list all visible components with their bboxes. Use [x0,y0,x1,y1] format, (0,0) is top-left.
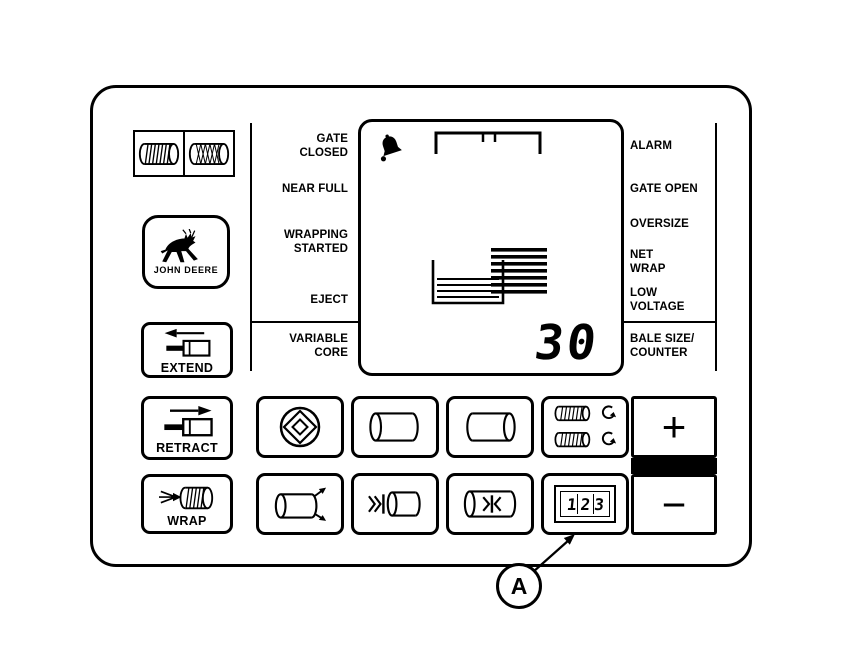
label-wrapping-started: WRAPPING STARTED [283,229,348,255]
net-wrap-button[interactable] [541,396,629,458]
bale-cylinder-icon [369,412,419,442]
roll-legend [133,130,235,177]
net-wrap-rolls-icon [554,405,617,448]
label-net-wrap: NET WRAP [630,249,666,275]
bale-count-readout: 30 [531,315,603,371]
label-eject: EJECT [310,294,348,306]
bale-ends-icon [463,490,517,518]
callout-arrow-icon [532,534,575,573]
monitor-panel: JOHN DEERE EXTEND RETRACT [90,85,752,567]
alarm-bell-icon [380,134,402,162]
decrease-button[interactable]: − [631,474,717,535]
left-label-column-line [250,123,252,371]
logo-text: JOHN DEERE [153,265,219,275]
extend-ram-icon [164,328,211,357]
retract-button[interactable]: RETRACT [141,396,233,460]
label-near-full: NEAR FULL [281,183,348,195]
callout-label: A [510,572,528,599]
bale-button-1[interactable] [351,396,439,458]
john-deere-logo: JOHN DEERE [142,215,230,289]
bale-push-icon [368,491,421,517]
gate-outline-icon [434,131,542,154]
minus-sign: − [661,480,687,528]
counter-digits-icon: 123 [554,485,616,523]
bale-fill-icon [431,248,547,305]
twine-roll-icon [135,132,183,175]
left-label-divider [250,321,358,323]
extend-label: EXTEND [160,361,214,375]
monitor-display: 30 [358,119,624,376]
counter-digits: 123 [565,494,609,514]
label-gate-open: GATE OPEN [630,183,698,195]
label-gate-closed: GATE CLOSED [299,133,348,159]
wrap-label: WRAP [167,513,207,528]
core-diamond-icon [279,406,321,448]
bale-size-button[interactable] [256,473,344,535]
counter-separator [593,494,594,514]
counter-window: 123 [560,491,610,517]
net-roll-icon [183,132,233,175]
bale-push-button[interactable] [351,473,439,535]
extend-button[interactable]: EXTEND [141,322,233,378]
counter-separator [577,494,578,514]
label-variable-core: VARIABLE CORE [289,333,348,359]
counter-button[interactable]: 123 [541,473,629,535]
retract-ram-icon [164,405,213,436]
label-alarm: ALARM [630,140,673,152]
increase-button[interactable]: + [631,396,717,458]
plus-minus-divider [631,458,717,474]
wrap-twine-icon [159,486,214,509]
label-low-voltage: LOW VOLTAGE [630,287,685,313]
core-button[interactable] [256,396,344,458]
label-oversize: OVERSIZE [630,218,689,230]
callout-a: A [496,563,542,609]
bale-size-icon [274,487,327,521]
plus-sign: + [661,403,687,450]
right-label-column-line [715,123,717,371]
retract-label: RETRACT [156,440,218,455]
bale-ends-button[interactable] [446,473,534,535]
wrap-button[interactable]: WRAP [141,474,233,534]
right-label-divider [624,321,715,323]
leaping-deer-icon [160,229,198,263]
label-bale-size-counter: BALE SIZE/ COUNTER [630,333,695,359]
bale-cylinder-icon [466,412,516,442]
bale-button-2[interactable] [446,396,534,458]
